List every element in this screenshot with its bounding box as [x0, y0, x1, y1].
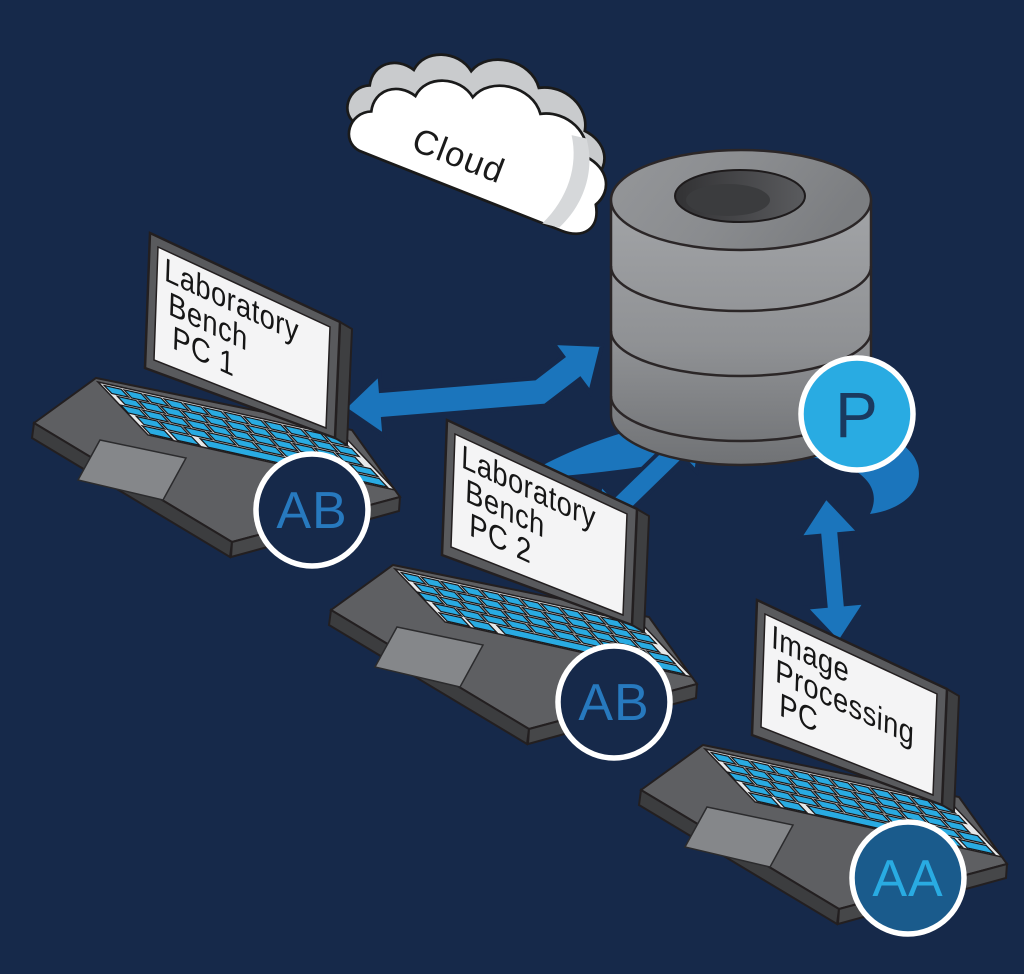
badge-pc3-aa: AA	[849, 819, 967, 937]
badge-database-p: P	[798, 355, 916, 473]
database-hole-inner	[686, 184, 770, 216]
badge-pc1-label: AB	[276, 482, 347, 540]
badge-pc3-label: AA	[872, 850, 943, 908]
database-ring	[609, 265, 873, 313]
database	[609, 148, 873, 467]
badge-p-circle	[798, 355, 916, 473]
cloud: Cloud	[346, 53, 608, 236]
badge-pc2-ab: AB	[555, 643, 673, 761]
badge-pc1-circle	[253, 451, 371, 569]
cloud-front-face	[347, 79, 608, 236]
badge-pc1-ab: AB	[253, 451, 371, 569]
badge-pc3-circle	[849, 819, 967, 937]
cloud-shading	[542, 135, 590, 228]
database-ring	[609, 330, 873, 378]
badge-pc2-label: AB	[578, 674, 649, 732]
badge-pc2-circle	[555, 643, 673, 761]
badge-p-label: P	[835, 379, 879, 451]
arrow-pc1-database	[340, 340, 605, 440]
